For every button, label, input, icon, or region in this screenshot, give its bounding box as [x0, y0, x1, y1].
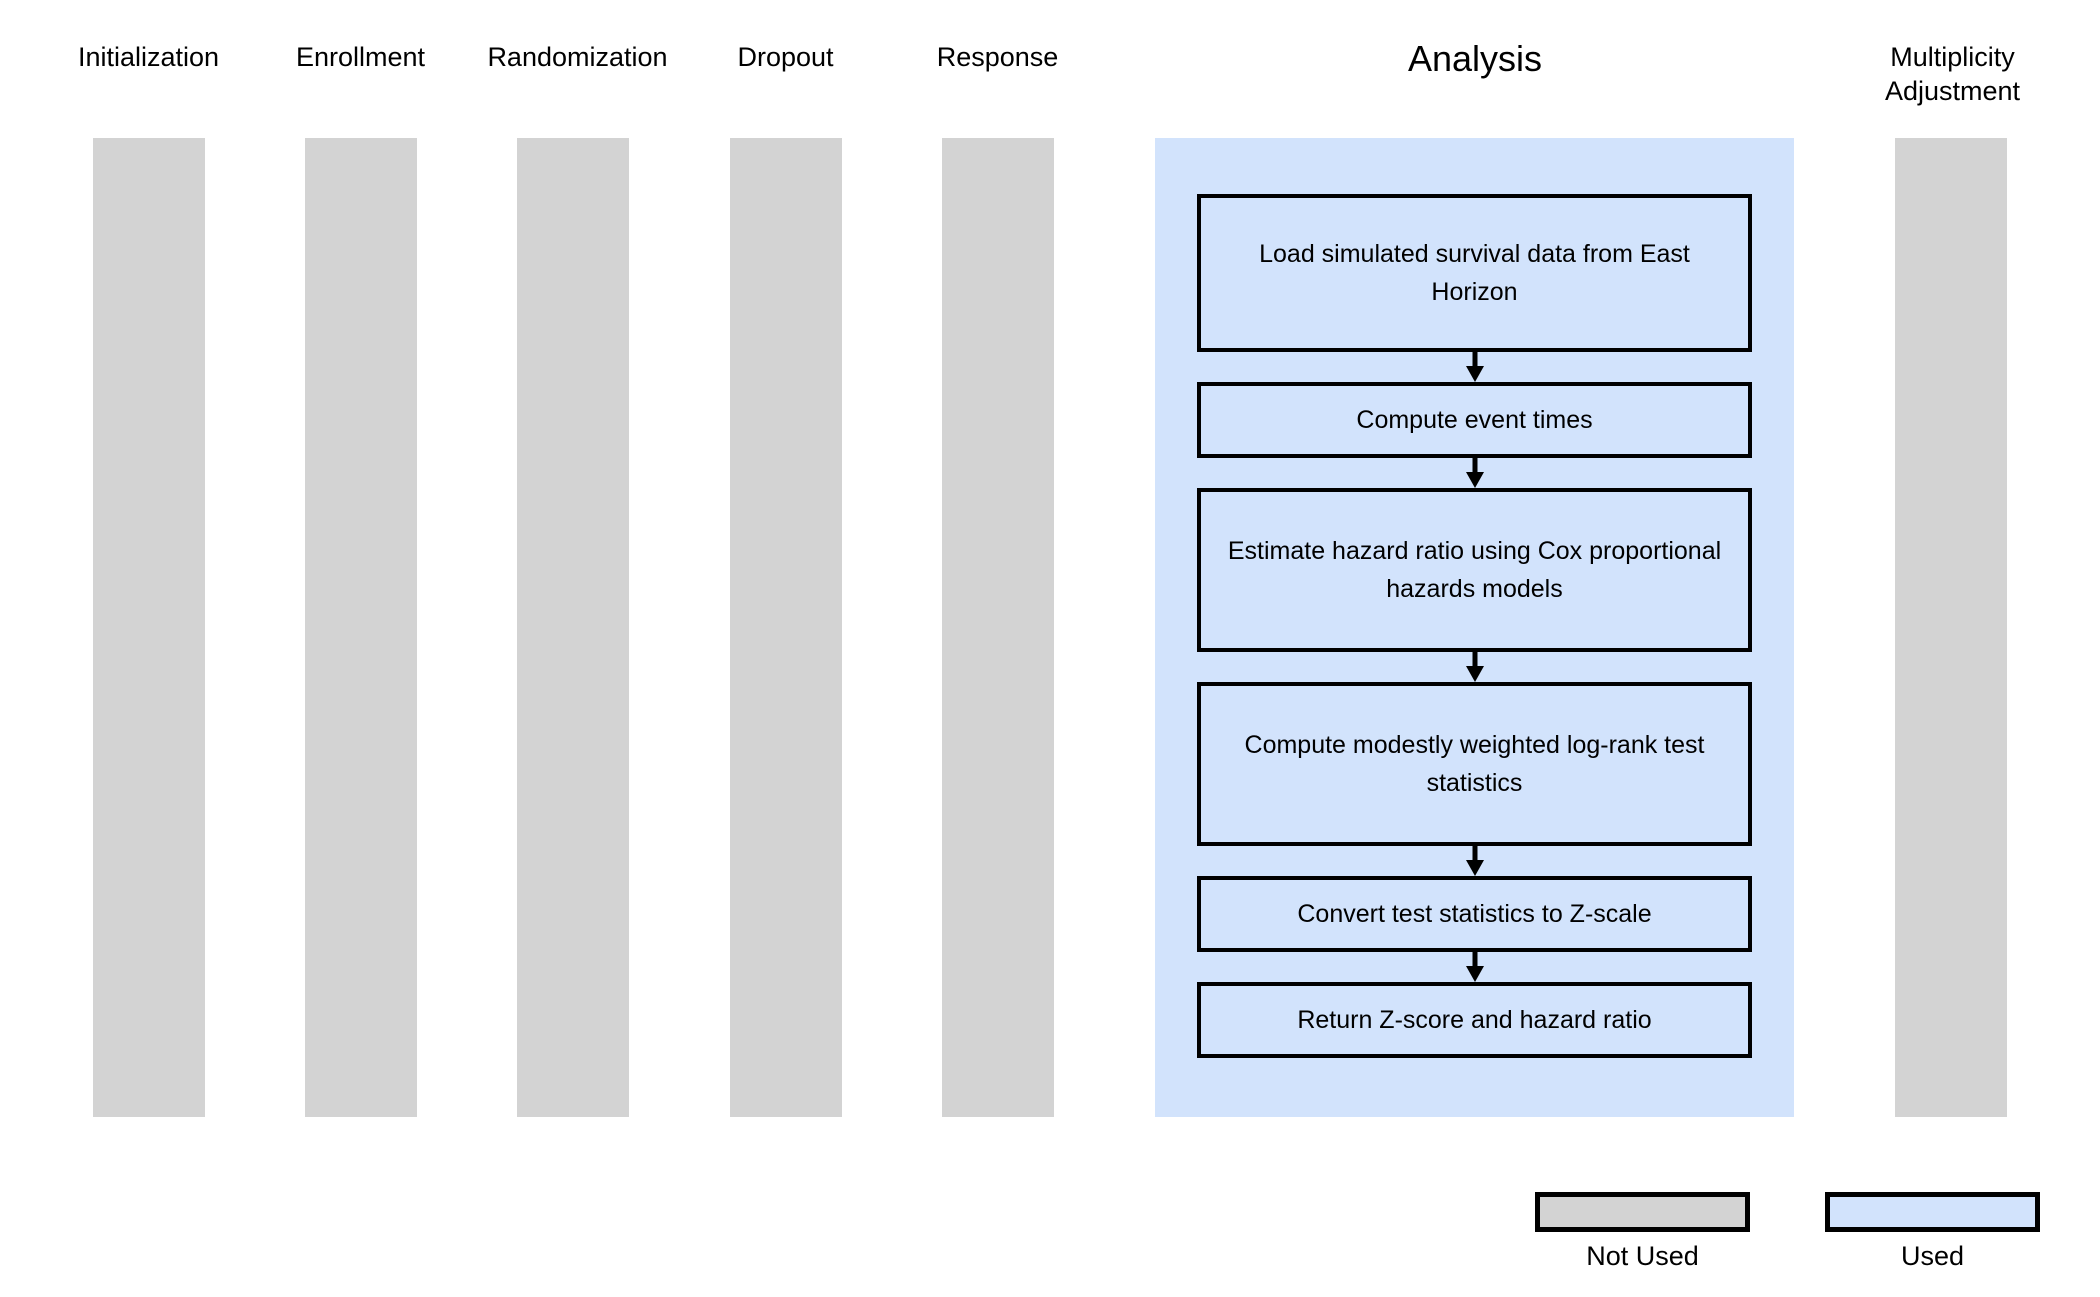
lane-title-response: Response	[885, 40, 1110, 74]
lane-title-initialization: Initialization	[36, 40, 261, 74]
flow-step-5[interactable]: Convert test statistics to Z-scale	[1197, 876, 1752, 952]
lane-body-response[interactable]	[942, 138, 1054, 1117]
flow-step-4[interactable]: Compute modestly weighted log-rank test …	[1197, 682, 1752, 846]
lane-title-enrollment: Enrollment	[248, 40, 473, 74]
legend-label-not-used-text: Not Used	[1586, 1241, 1699, 1271]
flow-step-2-label: Compute event times	[1356, 406, 1593, 434]
flow-arrow-3-to-4	[1466, 652, 1484, 682]
flow-step-1[interactable]: Load simulated survival data from East H…	[1197, 194, 1752, 352]
flow-step-2[interactable]: Compute event times	[1197, 382, 1752, 458]
legend-label-not-used: Not Used	[1505, 1240, 1780, 1272]
flow-step-4-label: Compute modestly weighted log-rank test …	[1244, 731, 1705, 797]
flow-arrow-5-to-6	[1466, 952, 1484, 982]
lane-body-enrollment[interactable]	[305, 138, 417, 1117]
lane-title-dropout-label: Dropout	[737, 42, 834, 72]
lane-title-analysis: Analysis	[1155, 38, 1795, 80]
flow-arrow-2-to-3	[1466, 458, 1484, 488]
lane-body-multiplicity-adjustment[interactable]	[1895, 138, 2007, 1117]
lane-title-enrollment-label: Enrollment	[295, 42, 426, 72]
lane-body-initialization[interactable]	[93, 138, 205, 1117]
lane-title-randomization: Randomization	[460, 40, 695, 74]
lane-title-response-label: Response	[936, 42, 1059, 72]
legend-label-used: Used	[1795, 1240, 2070, 1272]
legend-label-used-text: Used	[1900, 1241, 1965, 1271]
lane-title-randomization-label: Randomization	[487, 42, 668, 72]
lane-title-multiplicity-adjustment: Multiplicity Adjustment	[1840, 40, 2065, 108]
lane-body-randomization[interactable]	[517, 138, 629, 1117]
lane-title-dropout: Dropout	[673, 40, 898, 74]
lane-title-initialization-label: Initialization	[77, 42, 220, 72]
flow-arrow-1-to-2	[1466, 352, 1484, 382]
lane-title-multiplicity-line2: Adjustment	[1884, 76, 2021, 106]
lane-body-dropout[interactable]	[730, 138, 842, 1117]
flow-step-3-label: Estimate hazard ratio using Cox proporti…	[1227, 537, 1722, 603]
legend-swatch-not-used[interactable]	[1535, 1192, 1750, 1232]
flow-step-1-label: Load simulated survival data from East H…	[1259, 240, 1690, 306]
lane-title-analysis-label: Analysis	[1407, 38, 1543, 79]
flow-step-3[interactable]: Estimate hazard ratio using Cox proporti…	[1197, 488, 1752, 652]
flow-step-5-label: Convert test statistics to Z-scale	[1297, 900, 1652, 928]
lane-title-multiplicity-line1: Multiplicity	[1890, 42, 2015, 72]
legend-swatch-used[interactable]	[1825, 1192, 2040, 1232]
flow-arrow-4-to-5	[1466, 846, 1484, 876]
flow-step-6-label: Return Z-score and hazard ratio	[1297, 1006, 1652, 1034]
flow-step-6[interactable]: Return Z-score and hazard ratio	[1197, 982, 1752, 1058]
